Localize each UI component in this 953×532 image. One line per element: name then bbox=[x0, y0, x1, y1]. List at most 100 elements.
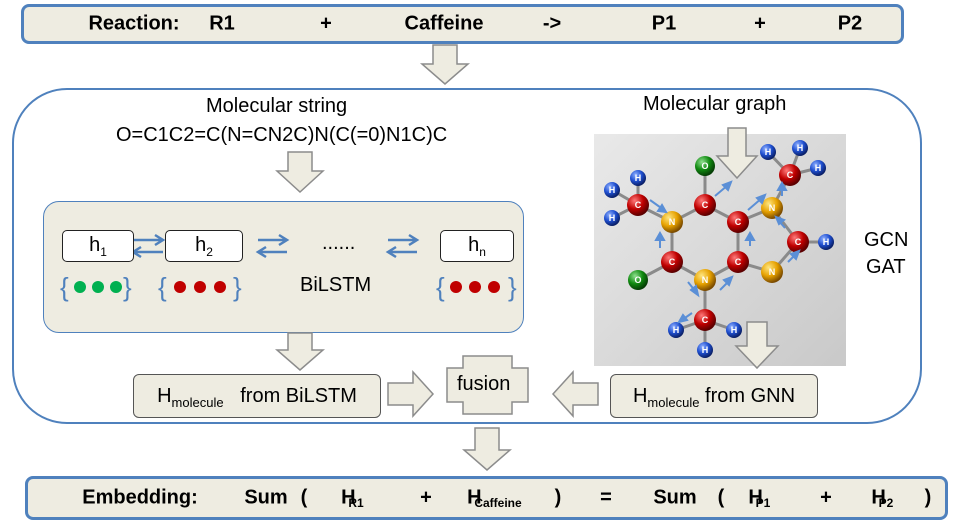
sum-left: Sum bbox=[244, 486, 288, 509]
svg-text:O: O bbox=[701, 161, 708, 171]
h1-base: h bbox=[89, 234, 101, 256]
svg-text:{: { bbox=[436, 272, 445, 302]
bilstm-output-base: H bbox=[157, 385, 172, 407]
svg-text:H: H bbox=[673, 325, 680, 335]
equals-sign: = bbox=[600, 486, 612, 509]
right-arrow-to-fusion bbox=[387, 370, 435, 418]
close-paren-left: ) bbox=[554, 486, 562, 509]
plus-right: + bbox=[820, 486, 832, 509]
caffeine-molecule: C C C C C C C C N N N N O O H H H H H H H H H H bbox=[604, 140, 834, 358]
gnn-output-sub: molecule bbox=[647, 395, 700, 410]
bilstm-output-box: Hmolecule from BiLSTM bbox=[133, 374, 381, 418]
h2-subscript: 2 bbox=[206, 245, 213, 259]
svg-text:H: H bbox=[635, 173, 642, 183]
down-arrow-fusion bbox=[461, 427, 513, 471]
fusion-label: fusion bbox=[457, 373, 511, 395]
reaction-label: Reaction: bbox=[88, 12, 180, 35]
svg-text:C: C bbox=[702, 315, 709, 325]
svg-text:N: N bbox=[769, 203, 776, 213]
bilstm-output-sub: molecule bbox=[171, 395, 224, 410]
product-p2: P2 bbox=[837, 12, 863, 35]
svg-text:C: C bbox=[669, 257, 676, 267]
product-p1: P1 bbox=[651, 12, 677, 35]
svg-text:H: H bbox=[702, 345, 709, 355]
open-paren-right: ( bbox=[717, 486, 725, 509]
svg-text:H: H bbox=[823, 237, 830, 247]
h-caffeine-sub: Caffeine bbox=[474, 496, 522, 510]
bilstm-output-suffix: from BiLSTM bbox=[240, 385, 357, 407]
vector-hn: {} bbox=[436, 272, 517, 302]
svg-text:N: N bbox=[769, 267, 776, 277]
hn-base: h bbox=[468, 234, 480, 256]
message-passing-arrows bbox=[649, 180, 801, 324]
down-arrow-string bbox=[275, 151, 325, 194]
h2-base: h bbox=[195, 234, 207, 256]
gcn-label: GCN bbox=[864, 229, 909, 251]
reaction-plus-2: + bbox=[754, 12, 766, 35]
svg-text:{: { bbox=[158, 272, 167, 302]
svg-text:H: H bbox=[797, 143, 804, 153]
h-p1-base: H bbox=[748, 486, 763, 509]
smiles-string: O=C1C2=C(N=CN2C)N(C(=0)N1C)C bbox=[116, 124, 448, 146]
molecular-graph-title: Molecular graph bbox=[643, 93, 787, 115]
hn-subscript: n bbox=[479, 245, 486, 259]
svg-text:N: N bbox=[669, 217, 676, 227]
svg-text:{: { bbox=[60, 272, 69, 302]
open-paren-left: ( bbox=[300, 486, 308, 509]
down-arrow-graph bbox=[734, 321, 780, 370]
gnn-output-box: Hmolecule from GNN bbox=[610, 374, 818, 418]
h-r1-base: H bbox=[341, 486, 356, 509]
svg-text:H: H bbox=[731, 325, 738, 335]
fusion-cross bbox=[446, 355, 529, 415]
reaction-arrow: -> bbox=[542, 12, 562, 35]
h1-subscript: 1 bbox=[100, 245, 107, 259]
hidden-state-h2: h2 bbox=[165, 230, 243, 262]
svg-text:C: C bbox=[702, 200, 709, 210]
svg-text:}: } bbox=[508, 272, 517, 302]
down-arrow-graph-title bbox=[715, 127, 759, 180]
close-paren-right: ) bbox=[924, 486, 932, 509]
molecular-string-title: Molecular string bbox=[206, 95, 348, 117]
gnn-output-suffix: from GNN bbox=[705, 385, 796, 407]
reactant-r1: R1 bbox=[209, 12, 235, 35]
reactant-caffeine: Caffeine bbox=[404, 12, 484, 35]
hidden-state-hn: hn bbox=[440, 230, 514, 262]
sum-right: Sum bbox=[653, 486, 697, 509]
svg-text:C: C bbox=[735, 217, 742, 227]
plus-left: + bbox=[420, 486, 432, 509]
down-arrow-reaction bbox=[419, 44, 471, 85]
hidden-state-h1: h1 bbox=[62, 230, 134, 262]
h-p2-sub: P2 bbox=[878, 496, 894, 510]
svg-text:C: C bbox=[735, 257, 742, 267]
svg-text:H: H bbox=[815, 163, 822, 173]
svg-text:C: C bbox=[635, 200, 642, 210]
vector-h1: {} bbox=[60, 272, 132, 302]
gat-label: GAT bbox=[866, 256, 906, 278]
ellipsis: ...... bbox=[322, 232, 356, 254]
svg-text:C: C bbox=[787, 170, 794, 180]
left-arrow-to-fusion bbox=[551, 370, 599, 418]
svg-text:H: H bbox=[765, 147, 772, 157]
svg-text:}: } bbox=[123, 272, 132, 302]
vector-h2: {} bbox=[158, 272, 242, 302]
bilstm-label: BiLSTM bbox=[300, 274, 372, 296]
svg-text:O: O bbox=[634, 275, 641, 285]
svg-text:N: N bbox=[702, 275, 709, 285]
gnn-output-base: H bbox=[632, 385, 648, 407]
reaction-bar: Reaction: R1 + Caffeine -> P1 + P2 bbox=[21, 4, 904, 44]
svg-text:H: H bbox=[609, 213, 616, 223]
embedding-label: Embedding: bbox=[82, 486, 198, 509]
reaction-plus-1: + bbox=[320, 12, 332, 35]
down-arrow-bilstm bbox=[274, 332, 326, 371]
svg-text:C: C bbox=[795, 237, 802, 247]
h-caffeine-base: H bbox=[467, 486, 482, 509]
svg-text:}: } bbox=[233, 272, 242, 302]
svg-text:H: H bbox=[609, 185, 616, 195]
h-p2-base: H bbox=[871, 486, 886, 509]
